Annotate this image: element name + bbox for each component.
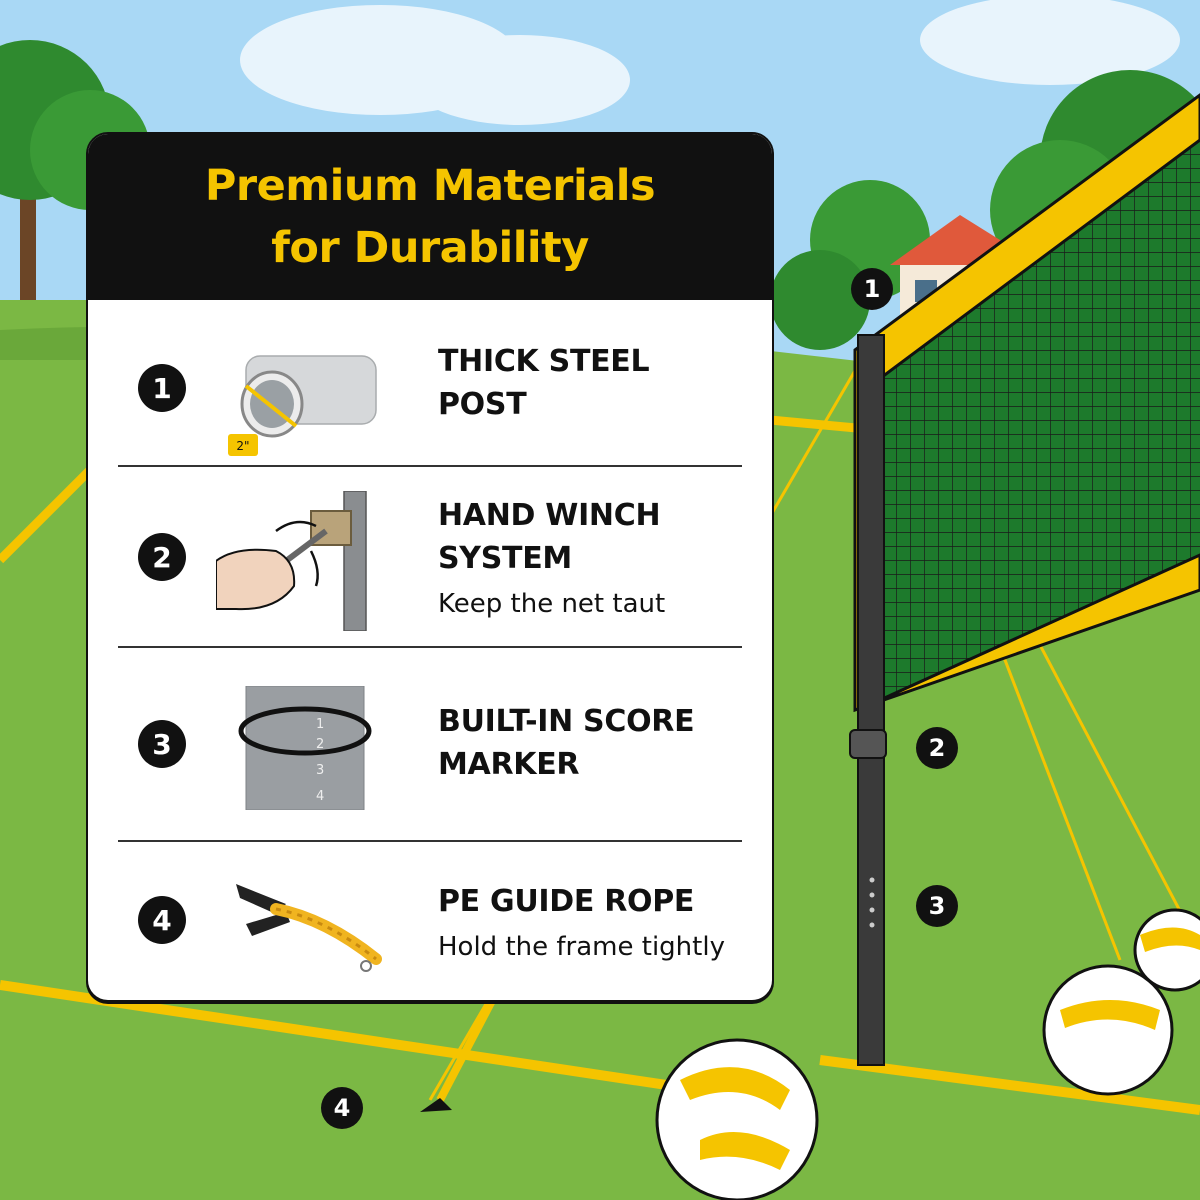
feature-number-4: 4 [138, 896, 186, 944]
volleyball [1042, 964, 1174, 1096]
score-tick-2: 2 [316, 737, 324, 752]
feature-subtitle-2: Keep the net taut [438, 589, 666, 619]
feature-row-2: 2 HAND WINCH SYSTEM Keep the net taut [88, 467, 772, 647]
scene-marker-3: 3 [916, 885, 958, 927]
scene-marker-2: 2 [916, 727, 958, 769]
volleyball [1133, 908, 1200, 992]
volleyball-net: VOLLEYBALL [853, 93, 1200, 713]
hand-winch-icon [216, 491, 367, 631]
feature-title-1b: POST [438, 387, 527, 422]
feature-title-2b: SYSTEM [438, 541, 572, 576]
steel-post-icon: 2" [228, 355, 377, 456]
feature-number-1: 1 [138, 364, 186, 412]
net-pole [849, 334, 887, 1066]
volleyball [655, 1038, 819, 1200]
guide-rope-icon [236, 884, 382, 972]
scene-marker-1: 1 [851, 268, 893, 310]
divider [118, 840, 742, 842]
scene-marker-4: 4 [321, 1087, 363, 1129]
divider [118, 646, 742, 648]
diameter-badge: 2" [236, 439, 249, 453]
score-tick-1: 1 [316, 717, 324, 732]
feature-title-1a: THICK STEEL [438, 344, 650, 379]
feature-number-3: 3 [138, 720, 186, 768]
divider [118, 465, 742, 467]
feature-subtitle-4: Hold the frame tightly [438, 932, 725, 962]
feature-row-4: 4 PE GUIDE ROPE Hold the frame tightly [88, 842, 772, 1000]
page-title-line-1: Premium Materials [204, 161, 656, 211]
feature-number-2: 2 [138, 533, 186, 581]
score-marker-icon: 1 2 3 4 [238, 686, 372, 810]
score-tick-4: 4 [316, 789, 324, 804]
feature-title-3b: MARKER [438, 747, 580, 782]
card-header: Premium Materials for Durability [88, 134, 772, 300]
feature-card: Premium Materials for Durability 1 2" TH… [86, 132, 774, 1002]
score-tick-3: 3 [316, 763, 324, 778]
feature-title-2a: HAND WINCH [438, 498, 661, 533]
page-title-line-2: for Durability [271, 223, 589, 273]
feature-title-4: PE GUIDE ROPE [438, 884, 695, 919]
feature-row-3: 3 1 2 3 4 BUILT-IN SCORE MARKER [88, 648, 772, 842]
feature-title-3a: BUILT-IN SCORE [438, 704, 695, 739]
feature-row-1: 1 2" THICK STEEL POST [88, 300, 772, 466]
